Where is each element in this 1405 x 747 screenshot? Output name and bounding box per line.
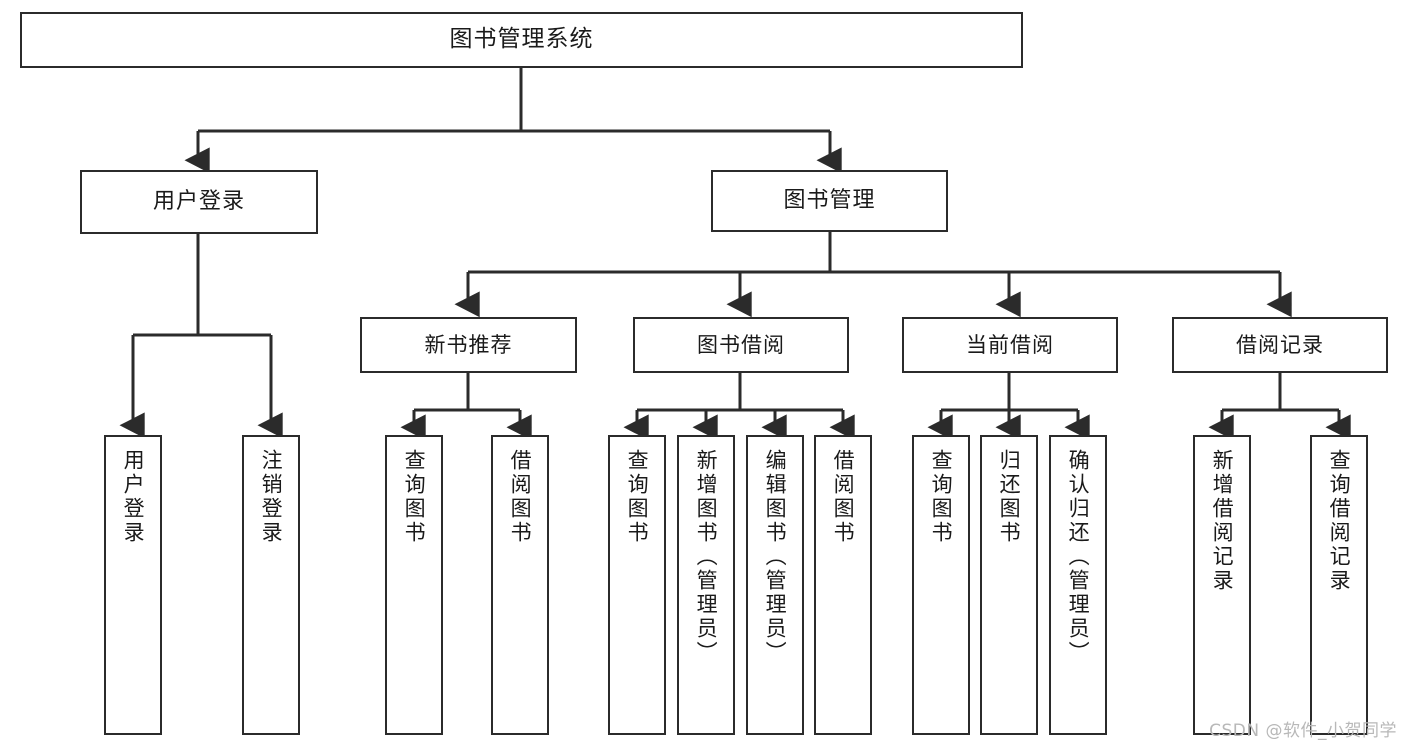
node-label: 查询图书 xyxy=(625,449,650,545)
node-label: 用户登录 xyxy=(121,449,146,545)
node-label: 借阅记录 xyxy=(1236,332,1324,357)
node-current-borrowing[interactable]: 当前借阅 xyxy=(902,317,1118,373)
node-label: 图书管理系统 xyxy=(449,26,594,53)
leaf-book-borrow-borrow-book[interactable]: 借阅图书 xyxy=(814,435,872,735)
node-label: 注销登录 xyxy=(259,449,284,545)
leaf-book-borrow-edit-book-admin[interactable]: 编辑图书（管理员） xyxy=(746,435,804,735)
node-label: 图书借阅 xyxy=(697,332,785,357)
node-label: 确认归还（管理员） xyxy=(1066,449,1091,665)
node-book-borrowing[interactable]: 图书借阅 xyxy=(633,317,849,373)
watermark-text: CSDN @软件_小贺同学 xyxy=(1209,721,1397,741)
leaf-book-borrow-query-book[interactable]: 查询图书 xyxy=(608,435,666,735)
leaf-user-login-login[interactable]: 用户登录 xyxy=(104,435,162,735)
node-label: 查询图书 xyxy=(402,449,427,545)
node-borrowing-record[interactable]: 借阅记录 xyxy=(1172,317,1388,373)
node-label: 用户登录 xyxy=(152,189,245,215)
node-new-book-recommendation[interactable]: 新书推荐 xyxy=(360,317,577,373)
node-label: 借阅图书 xyxy=(508,449,533,545)
node-label: 图书管理 xyxy=(783,188,876,214)
leaf-new-book-borrow-book[interactable]: 借阅图书 xyxy=(491,435,549,735)
node-book-management-system[interactable]: 图书管理系统 xyxy=(20,12,1023,68)
node-label: 新书推荐 xyxy=(424,332,513,357)
leaf-borrow-record-add-record[interactable]: 新增借阅记录 xyxy=(1193,435,1251,735)
leaf-borrow-record-query-record[interactable]: 查询借阅记录 xyxy=(1310,435,1368,735)
node-label: 新增借阅记录 xyxy=(1210,449,1235,593)
node-label: 编辑图书（管理员） xyxy=(763,449,788,665)
node-label: 新增图书（管理员） xyxy=(694,449,719,665)
node-book-management[interactable]: 图书管理 xyxy=(711,170,948,232)
node-user-login[interactable]: 用户登录 xyxy=(80,170,318,234)
node-label: 查询图书 xyxy=(929,449,954,545)
leaf-current-borrow-return-book[interactable]: 归还图书 xyxy=(980,435,1038,735)
node-label: 借阅图书 xyxy=(831,449,856,545)
node-label: 归还图书 xyxy=(997,449,1022,545)
leaf-current-borrow-query-book[interactable]: 查询图书 xyxy=(912,435,970,735)
leaf-user-login-logout[interactable]: 注销登录 xyxy=(242,435,300,735)
node-label: 查询借阅记录 xyxy=(1327,449,1352,593)
leaf-book-borrow-add-book-admin[interactable]: 新增图书（管理员） xyxy=(677,435,735,735)
leaf-new-book-query-book[interactable]: 查询图书 xyxy=(385,435,443,735)
leaf-current-borrow-confirm-return-admin[interactable]: 确认归还（管理员） xyxy=(1049,435,1107,735)
node-label: 当前借阅 xyxy=(966,332,1054,357)
